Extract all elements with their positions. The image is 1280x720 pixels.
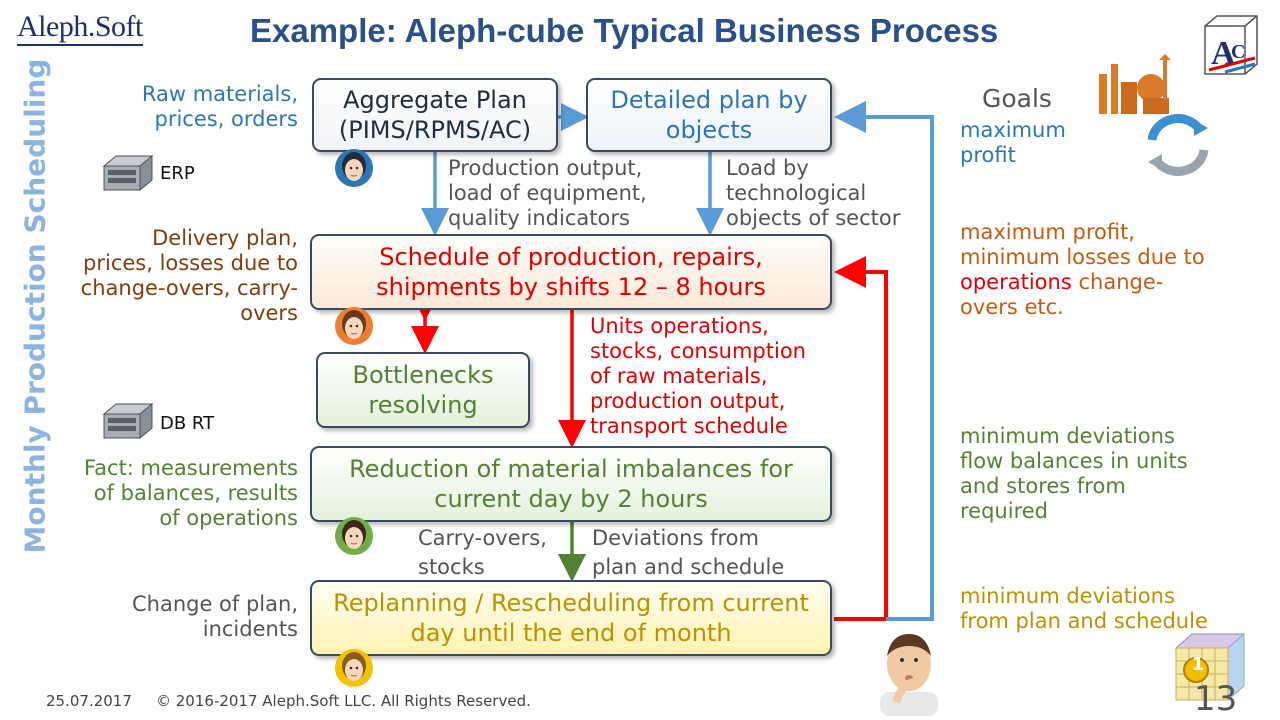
input-delivery-plan: Delivery plan, prices, losses due to cha… (80, 226, 298, 325)
factory-icon (1099, 54, 1171, 114)
side-title: Monthly Production Scheduling (18, 58, 52, 554)
person-avatar-green (335, 517, 373, 555)
goal-minimum-losses: maximum profit, minimum losses due to op… (960, 220, 1210, 320)
goal-losses-text-a: maximum profit, minimum losses due to (960, 220, 1205, 269)
reduction-box[interactable]: Reduction of material imbalances for cur… (310, 446, 832, 522)
aggregate-plan-label: Aggregate Plan (PIMS/RPMS/AC) (338, 86, 532, 144)
page-number: 13 (1194, 682, 1238, 719)
detailed-plan-label: Detailed plan by objects (610, 86, 808, 144)
input-fact: Fact: measurements of balances, results … (84, 456, 298, 530)
input-raw-materials: Raw materials, prices, orders (141, 82, 298, 131)
ac-cube-logo: A C (1204, 15, 1258, 75)
refresh-cycle-icon (1147, 114, 1209, 176)
footer-copyright: © 2016-2017 Aleph.Soft LLC. All Rights R… (156, 692, 531, 710)
reduction-label: Reduction of material imbalances for cur… (349, 455, 793, 513)
flow-production-output: Production output, load of equipment, qu… (448, 156, 647, 230)
server-label-db-rt: DB RT (160, 413, 215, 434)
flow-units-operations: Units operations, stocks, consumption of… (590, 314, 806, 438)
detailed-plan-box[interactable]: Detailed plan by objects (586, 78, 832, 152)
cube-badge-number: 1 (1191, 654, 1205, 675)
server-label-erp: ERP (160, 163, 195, 184)
goal-losses-text-c: change-overs etc. (960, 270, 1164, 319)
cube-icon (1174, 632, 1246, 702)
input-change-of-plan: Change of plan, incidents (131, 592, 298, 641)
arrow-replanning-to-detailed (834, 101, 934, 621)
server-icon-db-rt (102, 402, 154, 440)
goal-minimum-deviations-plan: minimum deviations from plan and schedul… (960, 584, 1208, 633)
goal-maximum-profit: maximum profit (960, 118, 1066, 167)
goal-minimum-deviations-flow: minimum deviations flow balances in unit… (960, 424, 1188, 523)
flow-carry-overs: Carry-overs, stocks (418, 526, 547, 579)
replanning-label: Replanning / Rescheduling from current d… (333, 589, 809, 647)
person-avatar-yellow (335, 649, 373, 687)
flow-load-by-objects: Load by technological objects of sector (726, 156, 901, 230)
arrow-replanning-to-schedule (834, 256, 888, 621)
company-logo: Aleph.Soft (17, 10, 143, 46)
bottlenecks-box[interactable]: Bottlenecks resolving (316, 352, 530, 428)
person-avatar-red (335, 307, 373, 345)
aggregate-plan-box[interactable]: Aggregate Plan (PIMS/RPMS/AC) (312, 78, 558, 152)
flow-deviations: Deviations from plan and schedule (592, 526, 785, 579)
page-title: Example: Aleph-cube Typical Business Pro… (250, 12, 999, 49)
svg-text:C: C (1231, 41, 1245, 63)
goal-losses-operations: operations (960, 270, 1072, 294)
goals-heading: Goals (982, 84, 1052, 113)
server-icon-erp (102, 154, 154, 192)
person-avatar-blue (335, 149, 373, 187)
bottlenecks-label: Bottlenecks resolving (352, 361, 494, 419)
footer-date: 25.07.2017 (46, 692, 132, 710)
schedule-box[interactable]: Schedule of production, repairs, shipmen… (310, 234, 832, 310)
thinking-person-image (880, 634, 938, 716)
replanning-box[interactable]: Replanning / Rescheduling from current d… (310, 580, 832, 656)
schedule-label: Schedule of production, repairs, shipmen… (376, 243, 766, 301)
